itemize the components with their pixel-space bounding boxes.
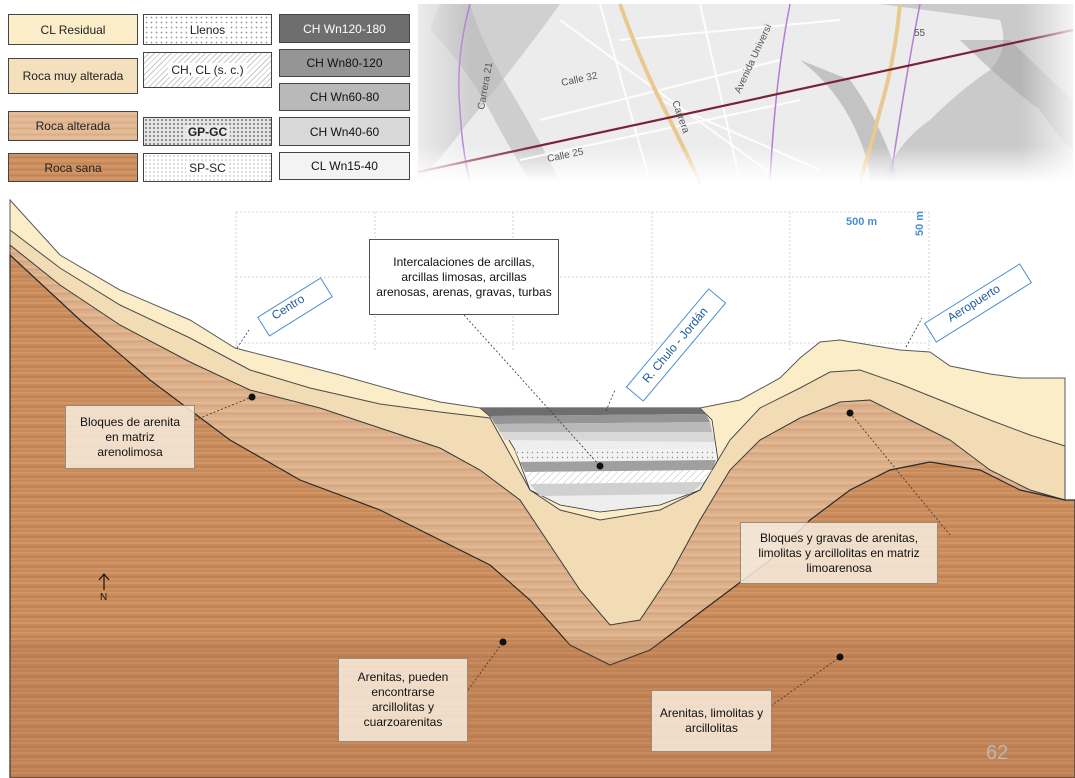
label-arenitas-limolitas: Arenitas, limolitas y arcillolitas — [651, 690, 772, 752]
label-intercalaciones: Intercalaciones de arcillas, arcillas li… — [369, 239, 559, 315]
scale-horizontal: 500 m — [846, 216, 877, 228]
scale-grid — [236, 212, 929, 350]
street-label: 55 — [914, 28, 926, 39]
label-bloques-arenita: Bloques de arenita en matriz arenolimosa — [65, 405, 195, 469]
label-arenitas-cuarzo: Arenitas, pueden encontrarse arcillolita… — [338, 658, 468, 742]
scale-vertical: 50 m — [914, 211, 926, 236]
diagram-base-shade — [10, 640, 1075, 778]
location-map — [418, 4, 1073, 182]
page-number: 62 — [986, 742, 1008, 765]
north-label: N — [100, 592, 107, 603]
label-bloques-gravas: Bloques y gravas de arenitas, limolitas … — [740, 522, 938, 584]
